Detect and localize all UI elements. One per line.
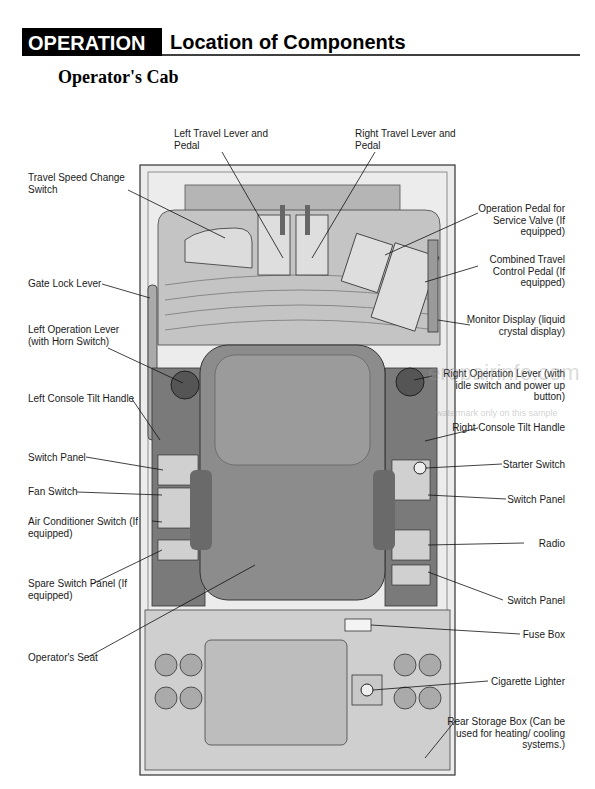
right-operation-lever xyxy=(396,368,424,396)
header-band xyxy=(22,28,162,56)
component-callout: Fuse Box xyxy=(465,629,565,641)
component-callout: Switch Panel xyxy=(465,494,565,506)
component-callout: Fan Switch xyxy=(28,486,128,498)
right-travel-lever xyxy=(305,205,310,235)
component-callout: Travel Speed Change Switch xyxy=(28,172,128,195)
component-callout: Left Operation Lever (with Horn Switch) xyxy=(28,324,138,347)
component-callout: Operation Pedal for Service Valve (If eq… xyxy=(465,203,565,238)
component-callout: Left Travel Lever and Pedal xyxy=(174,128,279,151)
component-callout: Spare Switch Panel (If equipped) xyxy=(28,578,138,601)
page-title: Location of Components xyxy=(170,30,406,54)
fuse-box xyxy=(345,619,371,631)
right-armrest xyxy=(373,470,395,550)
component-callout: Rear Storage Box (Can be used for heatin… xyxy=(435,716,565,751)
header-rule xyxy=(162,54,580,56)
speakers xyxy=(155,654,441,709)
component-callout: Cigarette Lighter xyxy=(465,676,565,688)
left-travel-pedal xyxy=(258,215,290,275)
component-callout: Radio xyxy=(465,538,565,550)
floor-plate xyxy=(158,210,440,345)
component-callout: Combined Travel Control Pedal (If equipp… xyxy=(475,254,565,289)
starter-switch xyxy=(414,462,426,474)
front-panel xyxy=(185,185,400,213)
rear-section xyxy=(145,610,450,770)
component-callout: Switch Panel xyxy=(28,452,128,464)
component-callout: Left Console Tilt Handle xyxy=(28,393,158,405)
section-tab: OPERATION xyxy=(28,31,160,55)
rear-storage-box xyxy=(205,640,347,745)
component-callout: Starter Switch xyxy=(465,459,565,471)
component-callout: Right Travel Lever and Pedal xyxy=(355,128,460,151)
right-travel-pedal xyxy=(296,215,328,275)
component-callout: Monitor Display (liquid crystal display) xyxy=(460,314,565,337)
operator-seat xyxy=(200,345,385,600)
travel-speed-switch xyxy=(185,228,252,268)
section-heading: Operator's Cab xyxy=(58,66,278,88)
leader-lines xyxy=(77,152,524,758)
left-armrest xyxy=(190,470,212,550)
seat-back xyxy=(215,355,370,465)
component-callout: Right Console Tilt Handle xyxy=(435,422,565,434)
cab-outline xyxy=(140,165,455,775)
monitor-display xyxy=(428,240,438,332)
watermark: erepairinfo.com xyxy=(428,360,595,386)
component-callout: Gate Lock Lever xyxy=(28,278,128,290)
watermark: watermark only on this sample xyxy=(436,408,595,419)
component-callout: Switch Panel xyxy=(465,595,565,607)
left-travel-lever xyxy=(280,205,285,235)
component-callout: Air Conditioner Switch (If equipped) xyxy=(28,516,153,539)
cigarette-lighter xyxy=(361,684,373,696)
component-callout: Operator's Seat xyxy=(28,652,128,664)
left-operation-lever xyxy=(171,371,199,399)
